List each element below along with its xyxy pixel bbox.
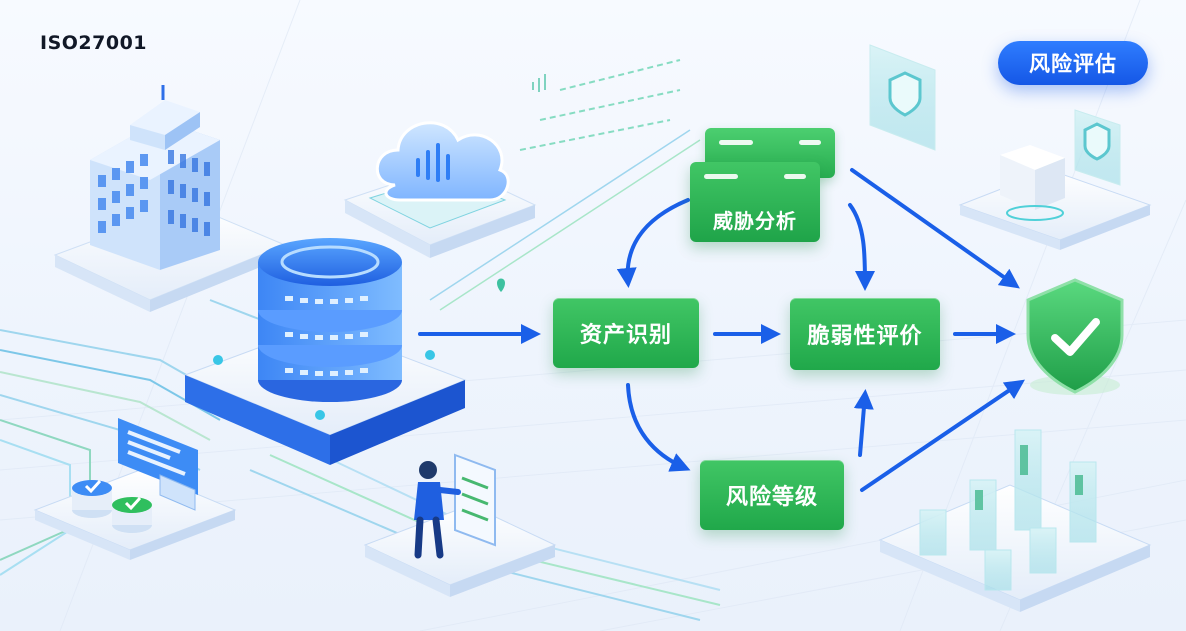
arrow-threat-to-vuln [848,203,875,291]
iso27001-label: ISO27001 [40,32,148,54]
risk-assessment-badge: 风险评估 [998,41,1148,85]
threat-analysis-card: 威胁分析 [690,162,820,242]
shield-token-icon [72,479,152,533]
risk-level-box: 风险等级 [700,460,844,530]
threat-analysis-label: 威胁分析 [713,209,797,233]
arrow-threat-to-shield [850,168,1020,289]
office-building-icon [53,85,287,312]
data-cube-icon [958,145,1152,250]
arrow-asset-to-level [626,383,691,472]
person-checklist-icon [363,453,557,597]
vulnerability-assessment-box: 脆弱性评价 [790,298,940,370]
flow-arrows [418,168,1025,492]
shield-check-icon [1026,278,1124,395]
decor-marks [497,74,546,292]
chat-bubble-icon [33,418,237,560]
shield-panel-icon [869,44,1121,186]
database-server-icon [183,238,467,465]
arrow-level-to-vuln [853,389,874,457]
arrow-level-to-shield [860,379,1025,492]
cloud-upload-icon [343,121,537,258]
arrow-threat-to-asset [616,198,690,288]
asset-identification-box: 资产识别 [553,298,699,368]
bar-chart-icon [878,429,1152,612]
